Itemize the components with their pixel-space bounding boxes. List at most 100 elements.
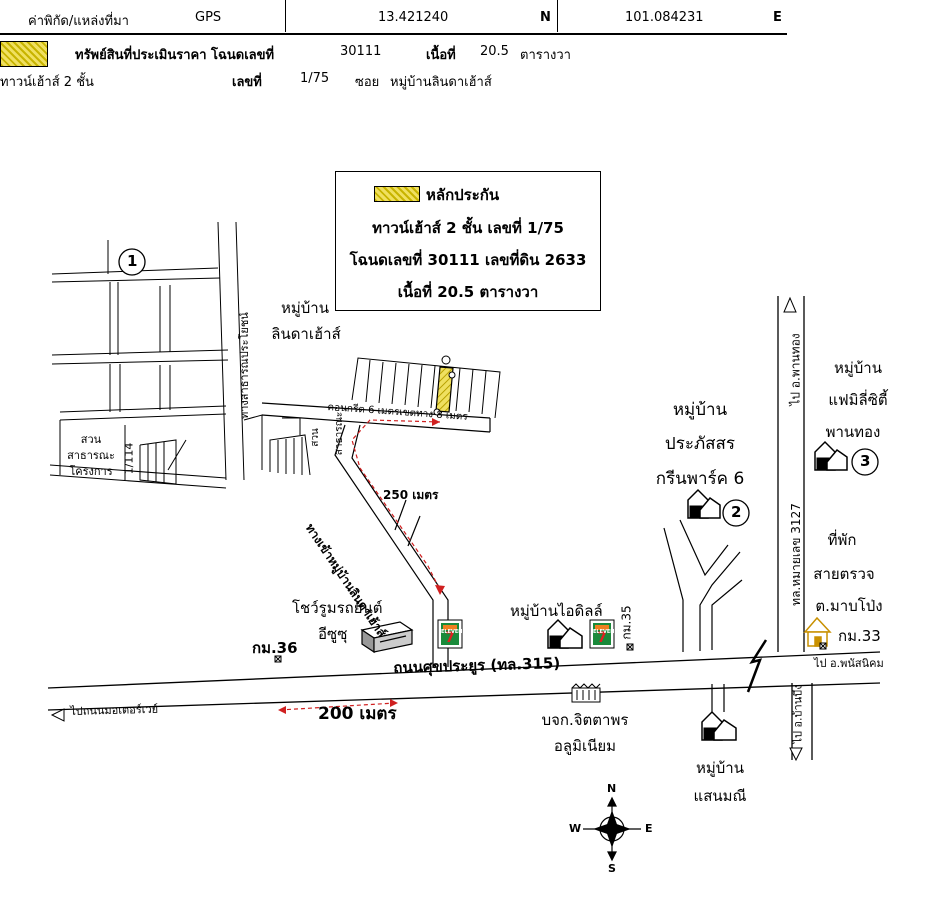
legend-line-4: เนื้อที่ 20.5 ตารางวา [397,283,539,301]
public-park-small-2: สาธารณะ [334,411,346,456]
to-motorway-label: ไปถนนมอเตอร์เวย์ [70,702,159,718]
svg-text:7: 7 [445,630,455,646]
police-label-1: ที่พัก [827,531,857,549]
family-label-2: แฟมิลี่ซิตี้ [828,391,888,409]
main-road [47,651,881,711]
soi-label: ซอย [355,75,380,90]
km-markers [274,642,827,663]
park-label-1: สวน [80,433,102,446]
marker-1-label: 1 [127,252,138,270]
arrow-motorway-icon [50,708,65,722]
compass-e: E [645,822,653,835]
latitude-value: 13.421240 [378,10,449,25]
area-value: 20.5 [480,44,509,59]
header-underline [0,33,787,35]
marker-1-circle [118,248,146,276]
sanmanee-road [711,684,725,712]
marker-2-label: 2 [731,503,742,521]
house-no-label: เลขที่ [232,75,262,90]
area-label: เนื้อที่ [426,48,456,63]
latitude-dir: N [540,10,551,25]
seven-eleven-logo-2: 7 [589,619,615,649]
company-label-1: บจก.จิตตาพร [541,711,629,729]
legend-line-3: โฉนดเลขที่ 30111 เลขที่ดิน 2633 [349,251,587,269]
hwy3127-label: ทล.หมายเลข 3127 [788,503,803,606]
km33-label: กม.33 [838,627,881,645]
marker-2-circle [722,499,750,527]
police-house-icon [803,616,832,647]
family-label-3: พานทอง [825,423,881,441]
distance-200-label: 200 เมตร [318,704,397,724]
house-no-value: 1/75 [300,71,330,86]
company-label-2: อลูมิเนียม [553,737,617,755]
seven-eleven-text-1: ELEVEN [441,629,463,635]
lot-1114-label: 1/114 [122,442,136,475]
marker-3-label: 3 [860,452,871,470]
isuzu-building-icon [360,621,414,654]
sanmanee-label-2: แสนมณี [693,787,747,805]
public-park-small-1: สวน [309,428,321,447]
seven-eleven-logo-1: 7 [437,619,463,649]
lindahouse-label-2: ลินดาเฮ้าส์ [271,325,341,343]
longitude-value: 101.084231 [625,10,704,25]
road-break-mark [746,639,768,693]
header-divider-2 [557,0,558,32]
coord-source: GPS [195,10,222,25]
seven-eleven-text-2: ELEVEN [593,629,615,635]
compass-n: N [607,782,617,795]
prapasorn-label-3: กรีนพาร์ค 6 [655,469,745,489]
park-label-2: สาธารณะ [67,449,115,462]
legend-line-2: ทาวน์เฮ้าส์ 2 ชั้น เลขที่ 1/75 [372,219,564,237]
to-phanthong-label: ไป อ.พานทอง [788,333,803,406]
km35-label: กม.35 [619,605,634,640]
arrow-bankhai-icon [789,747,803,762]
public-road-label: ทางสาธารณประโยชน์ [238,312,251,419]
village-icon-idyll [547,618,583,649]
to-bankhai-label: ไป อ.บ้านบึง [791,684,805,744]
small-lots [139,414,311,485]
soi-value: หมู่บ้านลินดาเฮ้าส์ [390,75,492,90]
marker-3-circle [851,448,879,476]
header-divider-1 [285,0,286,32]
coord-label: ค่าพิกัด/แหล่งที่มา [28,14,129,29]
police-label-3: ต.มาบโป่ง [815,597,883,615]
compass-s: S [608,862,616,875]
legend-hatch-swatch [374,186,420,202]
legend-title: หลักประกัน [426,186,500,204]
compass-rose-icon [583,796,641,862]
isuzu-label-1: โชว์รูมรถยนต์ [292,599,383,617]
prapasorn-road [663,519,743,652]
village-icon-family [814,440,848,471]
deed-number: 30111 [340,44,382,59]
factory-icon [571,683,601,703]
prapasorn-label-1: หมู่บ้าน [672,400,728,420]
collateral-lot [435,366,454,413]
route-line [279,419,441,711]
legend-box: หลักประกัน ทาวน์เฮ้าส์ 2 ชั้น เลขที่ 1/7… [335,171,601,311]
village-icon-prapasorn [687,488,721,519]
police-label-2: สายตรวจ [813,565,875,583]
sanmanee-label-1: หมู่บ้าน [696,759,744,777]
asset-label: ทรัพย์สินที่ประเมินราคา โฉนดเลขที่ [75,48,275,63]
area-unit: ตารางวา [520,48,571,63]
building-type: ทาวน์เฮ้าส์ 2 ชั้น [0,75,94,90]
isuzu-label-2: อีซูซุ [318,625,348,643]
svg-text:7: 7 [597,630,607,646]
to-phanatnikhom-label: ไป อ.พนัสนิคม [814,657,884,670]
lindahouse-label-1: หมู่บ้าน [281,299,329,317]
longitude-dir: E [773,10,782,25]
village-icon-sanmanee [701,710,737,741]
highway-3127 [777,296,813,760]
family-label-1: หมู่บ้าน [834,359,882,377]
park-label-3: โครงการ [69,465,113,478]
main-road-label: ถนนศุขประยูร (ทล.315) [393,654,561,677]
km36-label: กม.36 [252,639,298,657]
prapasorn-label-2: ประภัสสร [664,434,736,454]
townhouse-block-top [351,357,501,419]
compass-w: W [569,822,582,835]
distance-250-label: 250 เมตร [383,488,439,502]
asset-hatch-swatch [0,41,48,67]
idyll-label: หมู่บ้านไอดิลล์ [510,602,603,620]
arrow-phanthong-icon [783,296,797,313]
